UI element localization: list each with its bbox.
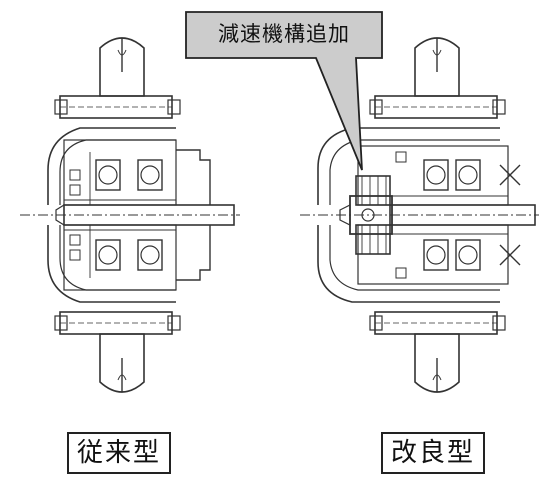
label-old-type: 従来型 xyxy=(67,432,171,474)
callout-balloon xyxy=(185,11,383,171)
new-type-drawing xyxy=(300,37,539,393)
label-new-type: 改良型 xyxy=(381,432,485,474)
old-type-drawing xyxy=(20,37,240,393)
callout-text: 減速機構追加 xyxy=(218,22,350,46)
